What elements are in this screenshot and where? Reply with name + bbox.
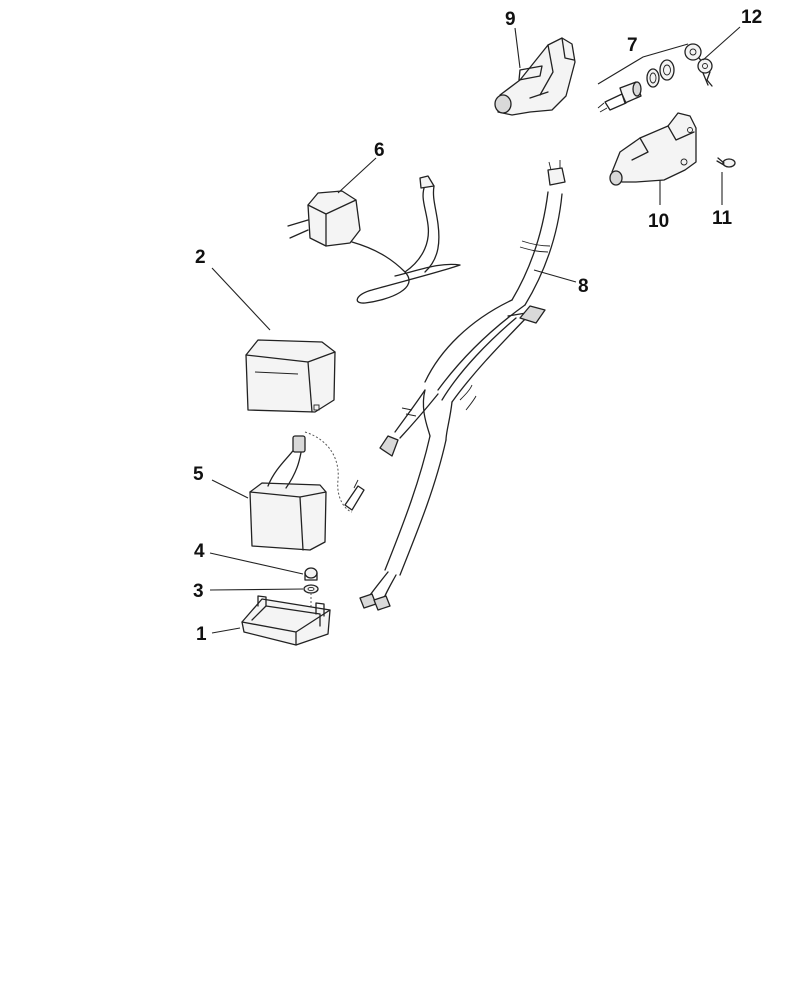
part-10-switch-cover xyxy=(609,112,697,186)
callout-3: 3 xyxy=(193,581,204,602)
callout-4: 4 xyxy=(194,541,205,562)
part-5-battery xyxy=(249,431,365,551)
part-8-wiring-harness xyxy=(359,160,566,611)
callout-11: 11 xyxy=(712,208,733,229)
part-7-ignition-switch xyxy=(597,43,689,113)
callout-10: 10 xyxy=(648,211,669,232)
part-6-charger xyxy=(287,175,461,304)
part-12-keys xyxy=(684,43,713,87)
callout-2: 2 xyxy=(195,247,206,268)
callout-9: 9 xyxy=(505,9,516,30)
callout-8: 8 xyxy=(578,276,589,297)
part-11-screw xyxy=(716,157,736,168)
part-3-washer xyxy=(303,584,319,608)
part-2-battery-cover xyxy=(245,339,336,413)
callout-5: 5 xyxy=(193,464,204,485)
part-4-knob xyxy=(304,567,318,581)
callout-7: 7 xyxy=(627,35,638,56)
callout-1: 1 xyxy=(196,624,207,645)
callout-12: 12 xyxy=(741,7,762,28)
part-9-switch-housing xyxy=(494,37,576,116)
callout-6: 6 xyxy=(374,140,385,161)
part-1-battery-tray xyxy=(241,595,331,646)
